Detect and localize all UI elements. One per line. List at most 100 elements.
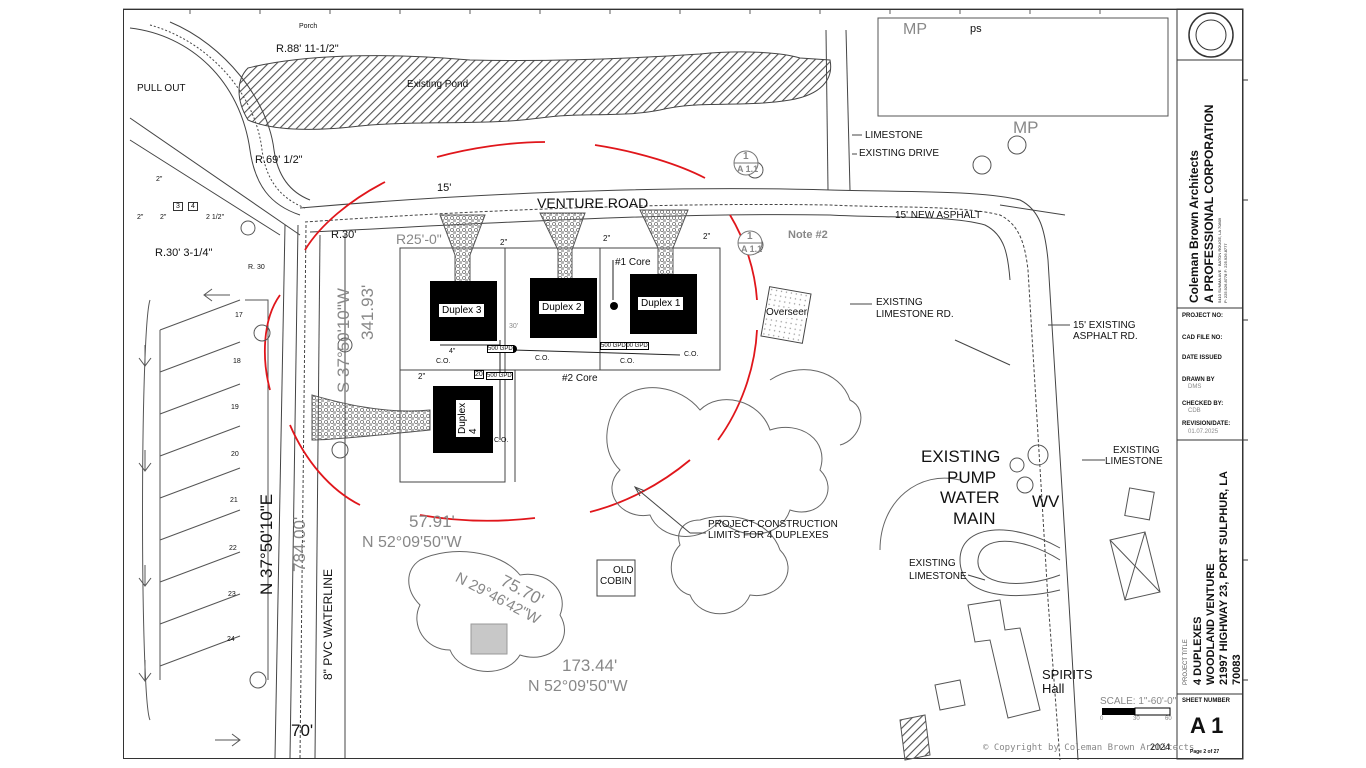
- duplex-2-label: Duplex 2: [538, 300, 586, 315]
- dim-2in: 2": [500, 238, 508, 247]
- sheet-number-label: SHEET NUMBER: [1182, 698, 1231, 704]
- dim-2in: 2": [418, 372, 426, 381]
- existing-drive-label: EXISTING DRIVE: [859, 148, 940, 159]
- small-box: 3: [173, 202, 183, 211]
- dim-2in: 2": [603, 234, 611, 243]
- dim-2in: 2": [703, 232, 711, 241]
- duplex-1-label: Duplex 1: [637, 296, 685, 311]
- existing-limestone-b-1: EXISTING: [909, 558, 956, 569]
- lot-number: 18: [233, 358, 241, 365]
- sheet-number: A 1: [1190, 713, 1224, 738]
- distance-173: 173.44': [562, 656, 618, 675]
- mp-top-label: MP: [903, 21, 927, 38]
- lot-number: 17: [235, 312, 243, 319]
- septic-500-gpd: 500 GPD: [487, 345, 514, 353]
- drawn-by-label: DRAWN BY: [1182, 377, 1215, 383]
- scale-60: 60: [1165, 716, 1172, 722]
- bearing-n52a: N 52°09'50"W: [362, 534, 462, 551]
- core-2-label: #2 Core: [562, 373, 598, 384]
- radius-25-label: R25'-0": [396, 231, 442, 247]
- porch-label: Porch: [299, 23, 318, 30]
- cleanout-label: C.O.: [436, 358, 451, 365]
- existing-limestone-a-2: LIMESTONE: [1105, 456, 1163, 467]
- page-number: Page 2 of 27: [1190, 749, 1220, 755]
- checked-by-label: CHECKED BY:: [1182, 401, 1224, 407]
- note-2-label: Note #2: [788, 229, 828, 241]
- dimension-15-label: 15': [437, 182, 452, 194]
- section-ref-b: A 1.1: [741, 244, 763, 254]
- project-title-label: PROJECT TITLE: [1183, 639, 1189, 685]
- firm-phone: P: 225.926.8778 F: 225.926.8777: [1223, 243, 1228, 303]
- drawing-sheet: [123, 9, 1243, 759]
- duplex-4-label: Duplex 4: [455, 398, 481, 438]
- architect-seal: [1188, 12, 1234, 58]
- cleanout-label: C.O.: [620, 358, 635, 365]
- scale-30: 30: [1133, 716, 1140, 722]
- pump-label-1: EXISTING: [921, 447, 1001, 466]
- existing-limestone-a-1: EXISTING: [1113, 445, 1160, 456]
- pump-label-2: PUMP: [947, 468, 997, 487]
- duplex-1-building: Duplex 1: [630, 274, 697, 334]
- duplex-3-label: Duplex 3: [438, 303, 486, 318]
- duplex-4-building: Duplex 4: [433, 386, 493, 453]
- septic-500-gpd: 500 GPD: [600, 342, 627, 350]
- small-box: 4: [188, 202, 198, 211]
- lot-number: 23: [228, 591, 236, 598]
- drawn-by-value: DMS: [1188, 384, 1202, 390]
- lot-number: 22: [229, 545, 237, 552]
- small-dim: 2": [160, 214, 167, 221]
- ps-top-label: ps: [970, 23, 982, 35]
- project-title-line-4: 70083: [1231, 654, 1243, 685]
- existing-limestone-b-2: LIMESTONE: [909, 571, 967, 582]
- checked-by-value: CDB: [1188, 408, 1201, 414]
- waterline-label: 8" PVC WATERLINE: [321, 569, 335, 680]
- lot-number: 20: [231, 451, 239, 458]
- small-dim: 2": [156, 176, 163, 183]
- bearing-n37: N 37°50'10"E: [257, 493, 276, 595]
- project-title-line-3: 21997 HIGHWAY 23, PORT SULPHUR, LA: [1218, 471, 1230, 685]
- lot-number: 21: [230, 497, 238, 504]
- pull-out-label: PULL OUT: [137, 83, 186, 94]
- cleanout-label: C.O.: [684, 351, 699, 358]
- distance-784: 784.00': [290, 516, 309, 572]
- cleanout-label: C.O.: [494, 437, 509, 444]
- dim-4in: 4": [449, 348, 456, 355]
- scale-0: 0: [1100, 716, 1104, 722]
- radius-30b-label: R.30' 3-1/4": [155, 247, 213, 259]
- distance-341: 341.93': [358, 284, 377, 340]
- spirits-label-2: Hall: [1042, 681, 1065, 696]
- date-issued-label: DATE ISSUED: [1182, 355, 1222, 361]
- duplex-3-building: Duplex 3: [430, 281, 497, 341]
- small-dim: 2": [137, 214, 144, 221]
- project-title-line-1: 4 DUPLEXES: [1192, 616, 1204, 685]
- radius-69-label: R.69' 1/2": [255, 154, 303, 166]
- bearing-n52b: N 52°09'50"W: [528, 678, 628, 695]
- section-ref-a: A 1.1: [737, 164, 759, 174]
- core-1-label: #1 Core: [615, 257, 651, 268]
- old-cobin-label-2: COBIN: [600, 576, 632, 587]
- firm-address: 5410 SUMMA AVE · BATON ROUGE, LA 70809: [1217, 217, 1222, 303]
- limestone-label: LIMESTONE: [865, 130, 923, 141]
- overseer-label: Overseer: [766, 307, 808, 318]
- project-title-line-2: WOODLAND VENTURE: [1205, 563, 1217, 685]
- duplex-2-building: Duplex 2: [530, 278, 597, 338]
- bearing-s37: S 37°50'10"W: [334, 288, 353, 393]
- revision-value: 01.07.2025: [1188, 429, 1219, 435]
- distance-57: 57.91': [409, 512, 455, 531]
- copyright-label: © Copyright by Coleman Brown Architects: [983, 743, 1195, 753]
- project-no-label: PROJECT NO:: [1182, 313, 1224, 319]
- lot-number: 19: [231, 404, 239, 411]
- existing-pond-label: Existing Pond: [407, 79, 469, 90]
- dim-20: 20: [474, 370, 484, 379]
- copyright-year: 2024: [1150, 742, 1171, 752]
- revision-label: REVISION/DATE:: [1182, 421, 1231, 427]
- lot-number: 24: [227, 636, 235, 643]
- cleanout-label: C.O.: [535, 355, 550, 362]
- radius-88-label: R.88' 11-1/2": [276, 43, 339, 55]
- section-number-b: 1: [747, 231, 753, 242]
- section-number-a: 1: [743, 151, 749, 162]
- small-dim: 2 1/2": [206, 214, 225, 221]
- pump-label-4: MAIN: [953, 509, 996, 528]
- cad-file-label: CAD FILE NO:: [1182, 335, 1223, 341]
